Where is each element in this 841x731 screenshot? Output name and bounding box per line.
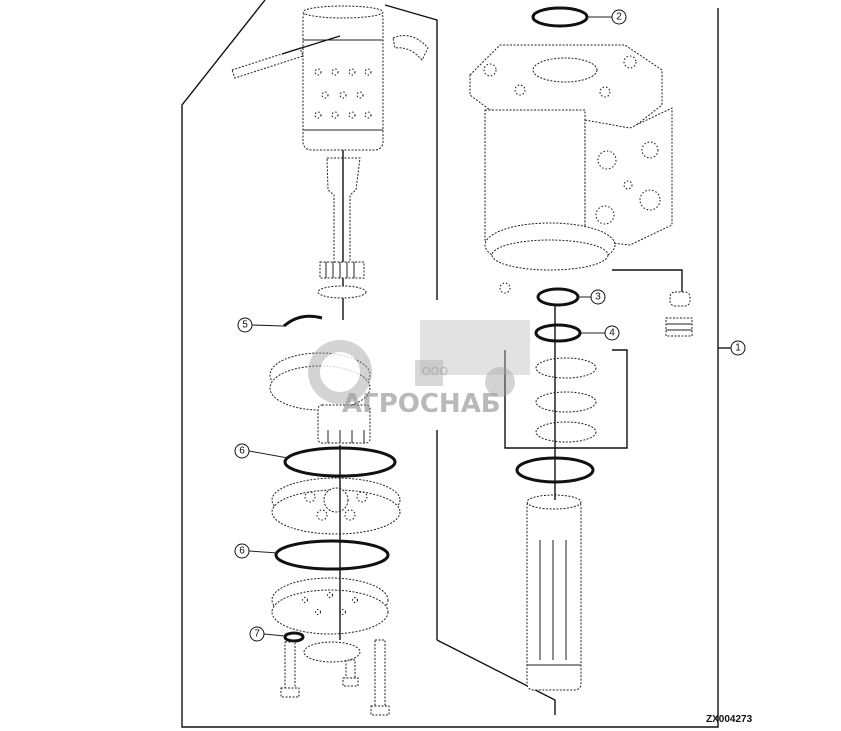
callout-5: 5 [237,317,285,333]
callout-3: 3 [578,289,606,305]
plug-ring-part [303,641,361,663]
cross-pin-part [231,35,341,79]
callout-7: 7 [249,626,286,642]
callout-1: 1 [718,340,746,356]
seal-4-part [534,323,582,343]
watermark-company-name: АГРОСНАБ [342,389,501,419]
callout-5-label: 5 [242,320,248,331]
check-valve-part [499,269,693,337]
callout-2: 2 [587,9,627,25]
spool-part [526,494,582,691]
cap-screws-part [280,639,390,716]
end-cap-part [271,577,389,635]
thrust-washers-part [504,349,628,449]
seal-5-part [283,314,323,328]
drive-shaft-part [317,150,367,320]
centering-spring-part [392,35,429,61]
callout-2-label: 2 [616,12,622,23]
washer-7-part [283,631,305,643]
callout-6-upper: 6 [234,443,289,459]
watermark: ООО АГРОСНАБ [308,320,530,419]
bearing-3-part [536,287,580,307]
callout-4: 4 [580,325,620,341]
seal-2-part [531,6,589,28]
watermark-prefix: ООО [422,365,448,378]
valve-housing-part [469,44,673,271]
callout-7-label: 7 [254,629,260,640]
o-ring-6-lower-part [274,539,390,571]
callout-4-label: 4 [609,328,615,339]
figure-code: ZX004273 [706,714,753,725]
spline-ring-part [317,404,371,444]
callout-3-label: 3 [595,292,601,303]
callout-1-label: 1 [735,343,741,354]
spool-sleeve-part [302,5,384,151]
gerotor-gear-set-part [271,477,401,535]
callout-6-upper-label: 6 [239,446,245,457]
callout-6-lower-label: 6 [239,546,245,557]
inner-bracket [384,4,556,715]
callout-6-lower: 6 [234,543,279,559]
